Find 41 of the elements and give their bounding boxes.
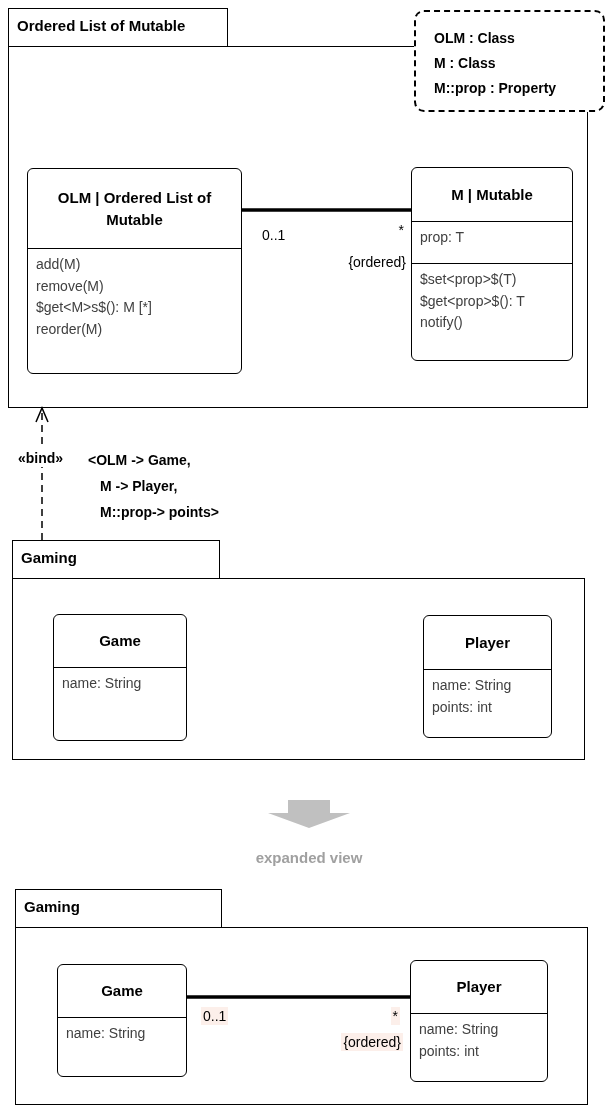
stereotype-label: «bind»: [18, 449, 64, 468]
attribute: points: int: [419, 1041, 480, 1061]
attribute: name: String: [66, 1024, 147, 1043]
template-parameter: M::prop : Property: [434, 79, 558, 99]
multiplicity-label: *: [398, 221, 404, 240]
operation: reorder(M): [36, 320, 104, 340]
package-name: Gaming: [24, 898, 80, 915]
class-name: Player: [456, 977, 502, 998]
attribute: name: String: [419, 1020, 500, 1039]
association-line: [242, 208, 411, 212]
binding-text: <OLM -> Game,: [88, 451, 191, 470]
multiplicity-label: {ordered}: [341, 1033, 403, 1052]
class-name: Player: [464, 632, 510, 653]
operation: $get<M>s$(): M [*]: [36, 298, 153, 318]
attribute: prop: T: [420, 228, 466, 247]
attribute: name: String: [432, 676, 513, 695]
class-name: Game: [99, 631, 141, 652]
multiplicity-label: *: [390, 1007, 400, 1026]
class-name: OLM | Ordered List of Mutable: [56, 187, 213, 230]
operation: $get<prop>$(): T: [420, 291, 526, 311]
association-line: [187, 995, 410, 999]
operation: add(M): [36, 255, 82, 274]
multiplicity-label: 0..1: [201, 1007, 229, 1026]
binding-text: M::prop-> points>: [100, 503, 219, 522]
caption: expanded view: [255, 848, 363, 868]
template-parameter: M : Class: [434, 54, 497, 74]
operation: $set<prop>$(T): [420, 270, 518, 289]
class-name: Game: [101, 981, 143, 1002]
template-parameter: OLM : Class: [434, 29, 516, 48]
operation: remove(M): [36, 276, 105, 296]
template-parameter-box: [414, 10, 605, 112]
multiplicity-label: {ordered}: [348, 253, 406, 272]
dependency-arrow: [35, 407, 49, 541]
package-name: Ordered List of Mutable: [17, 17, 186, 34]
package-name: Gaming: [21, 549, 77, 566]
operation: notify(): [420, 313, 464, 333]
attribute: points: int: [432, 697, 493, 717]
class-name: M | Mutable: [451, 184, 533, 205]
multiplicity-label: 0..1: [262, 226, 286, 245]
attribute: name: String: [62, 674, 143, 693]
binding-text: M -> Player,: [100, 477, 178, 496]
